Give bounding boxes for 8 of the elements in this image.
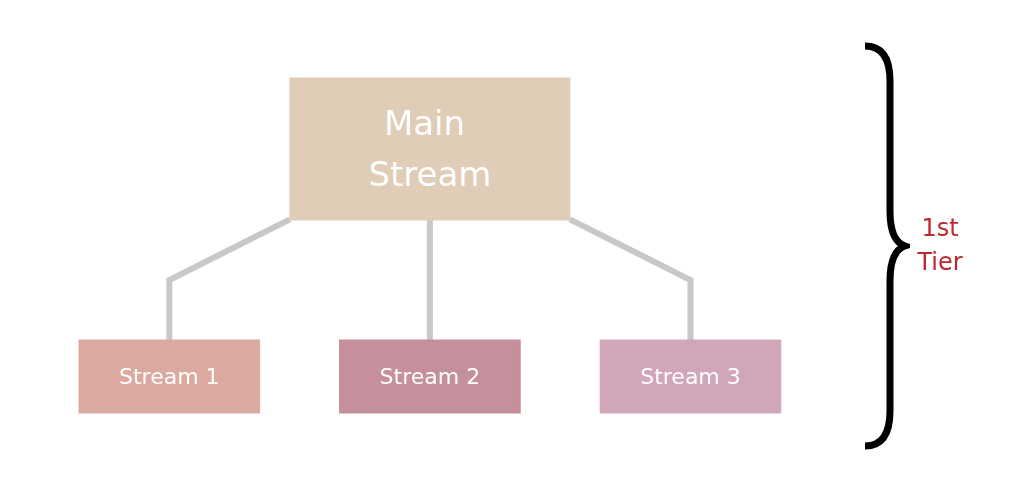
- connector: [166, 216, 292, 340]
- node-box: Stream 2: [339, 339, 521, 414]
- node-box: Stream 3: [599, 339, 782, 414]
- connector: [568, 216, 694, 340]
- connector: [427, 220, 433, 340]
- node-box: Stream 1: [78, 339, 261, 414]
- node-box: Main Stream: [289, 77, 571, 221]
- tier-label: 1st Tier: [916, 212, 964, 278]
